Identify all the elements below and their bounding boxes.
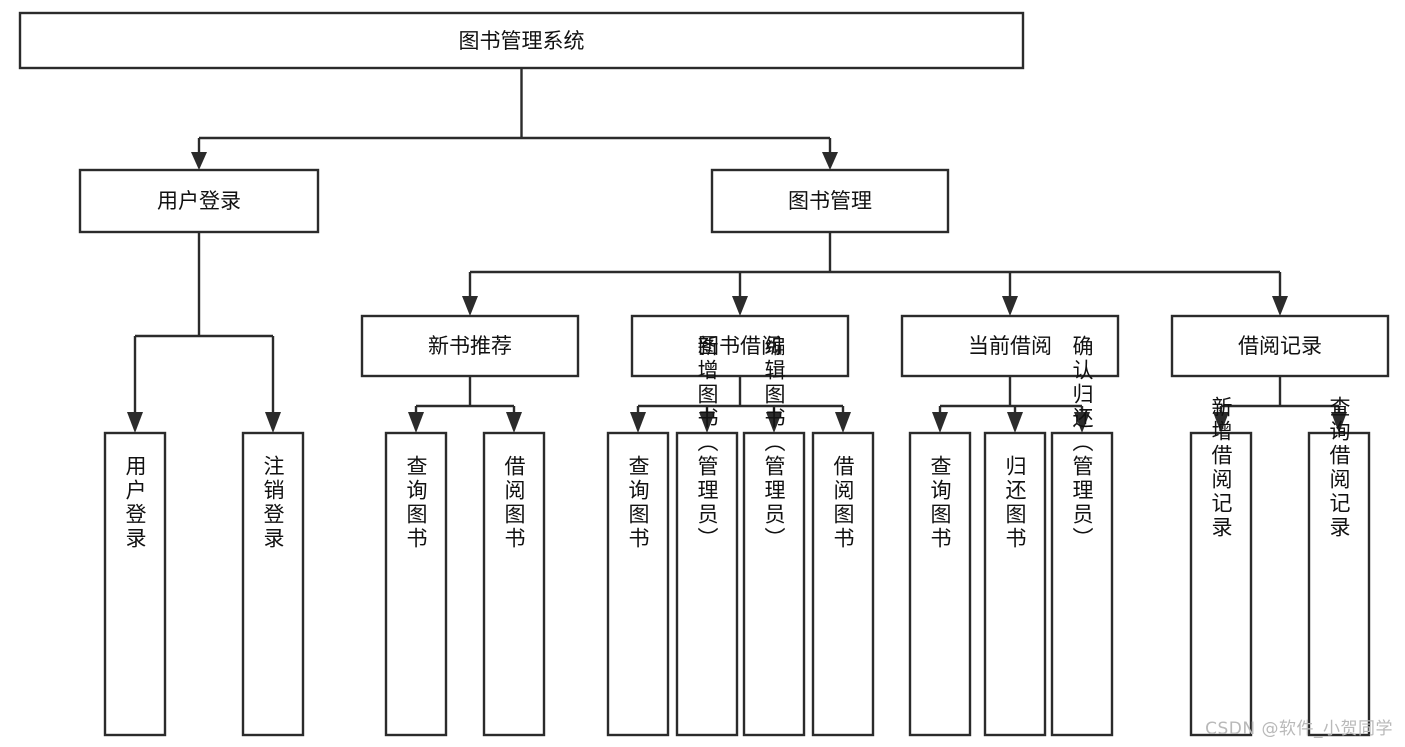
node-leaf-query-book-2-box[interactable] <box>606 431 670 737</box>
node-leaf-add-book-label: 新增图书（管理员） <box>695 335 719 551</box>
node-leaf-add-book-box[interactable] <box>675 431 739 737</box>
node-leaf-confirm-return-label: 确认归还（管理员） <box>1070 335 1094 551</box>
arrow-bm-to-new-book-recommend <box>462 296 478 316</box>
node-leaf-borrow-book-2[interactable]: 借阅图书 <box>811 431 875 737</box>
arrow-cb-to-query-book <box>932 412 948 433</box>
node-leaf-user-login-box[interactable] <box>103 431 167 737</box>
arrow-root-to-user-login <box>191 152 207 170</box>
node-leaf-edit-book-box[interactable] <box>742 431 806 737</box>
node-leaf-query-book-1[interactable]: 查询图书 <box>384 431 448 737</box>
node-current-borrow-label: 当前借阅 <box>968 334 1052 358</box>
node-current-borrow[interactable]: 当前借阅 <box>900 314 1120 378</box>
node-leaf-query-record-label: 查询借阅记录 <box>1327 396 1351 540</box>
node-leaf-user-logout-box[interactable] <box>241 431 305 737</box>
node-user-login-box[interactable] <box>78 168 320 234</box>
node-book-borrow-box[interactable] <box>630 314 850 378</box>
node-leaf-borrow-book-2-label: 借阅图书 <box>831 455 855 551</box>
arrow-bm-to-borrow-record <box>1272 296 1288 316</box>
node-leaf-user-logout-label: 注销登录 <box>261 455 285 551</box>
node-book-management[interactable]: 图书管理 <box>710 168 950 234</box>
node-user-login[interactable]: 用户登录 <box>78 168 320 234</box>
node-leaf-user-login-label: 用户登录 <box>123 455 147 551</box>
node-leaf-query-book-3-box[interactable] <box>908 431 972 737</box>
node-leaf-edit-book[interactable]: 编辑图书（管理员） <box>742 335 806 737</box>
node-new-book-recommend-label: 新书推荐 <box>428 334 512 358</box>
node-book-management-label: 图书管理 <box>788 189 872 213</box>
node-leaf-add-book[interactable]: 新增图书（管理员） <box>675 335 739 737</box>
node-leaf-query-book-3[interactable]: 查询图书 <box>908 431 972 737</box>
node-leaf-add-record-label: 新增借阅记录 <box>1209 396 1233 540</box>
node-leaf-borrow-book-1-box[interactable] <box>482 431 546 737</box>
node-leaf-add-record-box[interactable] <box>1189 431 1253 737</box>
node-leaf-return-book-label: 归还图书 <box>1003 455 1027 551</box>
arrow-br-to-query-record <box>1331 412 1347 433</box>
arrow-br-to-add-record <box>1213 412 1229 433</box>
node-new-book-recommend-box[interactable] <box>360 314 580 378</box>
node-leaf-confirm-return[interactable]: 确认归还（管理员） <box>1050 335 1114 737</box>
arrow-cb-to-return-book <box>1007 412 1023 433</box>
arrow-bm-to-current-borrow <box>1002 296 1018 316</box>
node-leaf-query-book-3-label: 查询图书 <box>928 455 952 551</box>
node-root[interactable]: 图书管理系统 <box>18 11 1025 70</box>
arrow-cb-to-confirm-return <box>1074 412 1090 433</box>
node-root-box[interactable] <box>18 11 1025 70</box>
node-book-management-box[interactable] <box>710 168 950 234</box>
arrow-root-to-book-management <box>822 152 838 170</box>
node-leaf-confirm-return-box[interactable] <box>1050 431 1114 737</box>
arrow-bb-to-edit-book <box>766 412 782 433</box>
node-leaf-edit-book-label: 编辑图书（管理员） <box>762 335 786 551</box>
csdn-watermark: CSDN @软件_小贺同学 <box>1205 719 1393 739</box>
node-book-borrow[interactable]: 图书借阅 <box>630 314 850 378</box>
node-current-borrow-box[interactable] <box>900 314 1120 378</box>
node-new-book-recommend[interactable]: 新书推荐 <box>360 314 580 378</box>
arrow-bb-to-add-book <box>699 412 715 433</box>
node-leaf-query-record-box[interactable] <box>1307 431 1371 737</box>
node-leaf-query-book-1-label: 查询图书 <box>404 455 428 551</box>
arrow-bm-to-book-borrow <box>732 296 748 316</box>
arrow-ul-to-leaf-user-logout <box>265 412 281 433</box>
node-leaf-query-record[interactable]: 查询借阅记录 <box>1307 396 1371 737</box>
node-borrow-record[interactable]: 借阅记录 <box>1170 314 1390 378</box>
node-leaf-borrow-book-1[interactable]: 借阅图书 <box>482 431 546 737</box>
node-leaf-query-book-2-label: 查询图书 <box>626 455 650 551</box>
node-user-login-label: 用户登录 <box>157 189 241 213</box>
arrow-nbr-to-borrow-book <box>506 412 522 433</box>
arrow-ul-to-leaf-user-login <box>127 412 143 433</box>
connector-layer <box>127 68 1347 433</box>
node-borrow-record-box[interactable] <box>1170 314 1390 378</box>
node-leaf-user-login[interactable]: 用户登录 <box>103 431 167 737</box>
node-leaf-borrow-book-1-label: 借阅图书 <box>502 455 526 551</box>
arrow-bb-to-query-book <box>630 412 646 433</box>
arrow-bb-to-borrow-book <box>835 412 851 433</box>
node-book-borrow-label: 图书借阅 <box>698 334 782 358</box>
node-leaf-user-logout[interactable]: 注销登录 <box>241 431 305 737</box>
arrow-nbr-to-query-book <box>408 412 424 433</box>
node-leaf-query-book-2[interactable]: 查询图书 <box>606 431 670 737</box>
node-leaf-return-book[interactable]: 归还图书 <box>983 431 1047 737</box>
node-leaf-query-book-1-box[interactable] <box>384 431 448 737</box>
node-root-label: 图书管理系统 <box>459 29 585 53</box>
node-leaf-add-record[interactable]: 新增借阅记录 <box>1189 396 1253 737</box>
node-leaf-return-book-box[interactable] <box>983 431 1047 737</box>
node-leaf-borrow-book-2-box[interactable] <box>811 431 875 737</box>
node-borrow-record-label: 借阅记录 <box>1238 334 1322 358</box>
